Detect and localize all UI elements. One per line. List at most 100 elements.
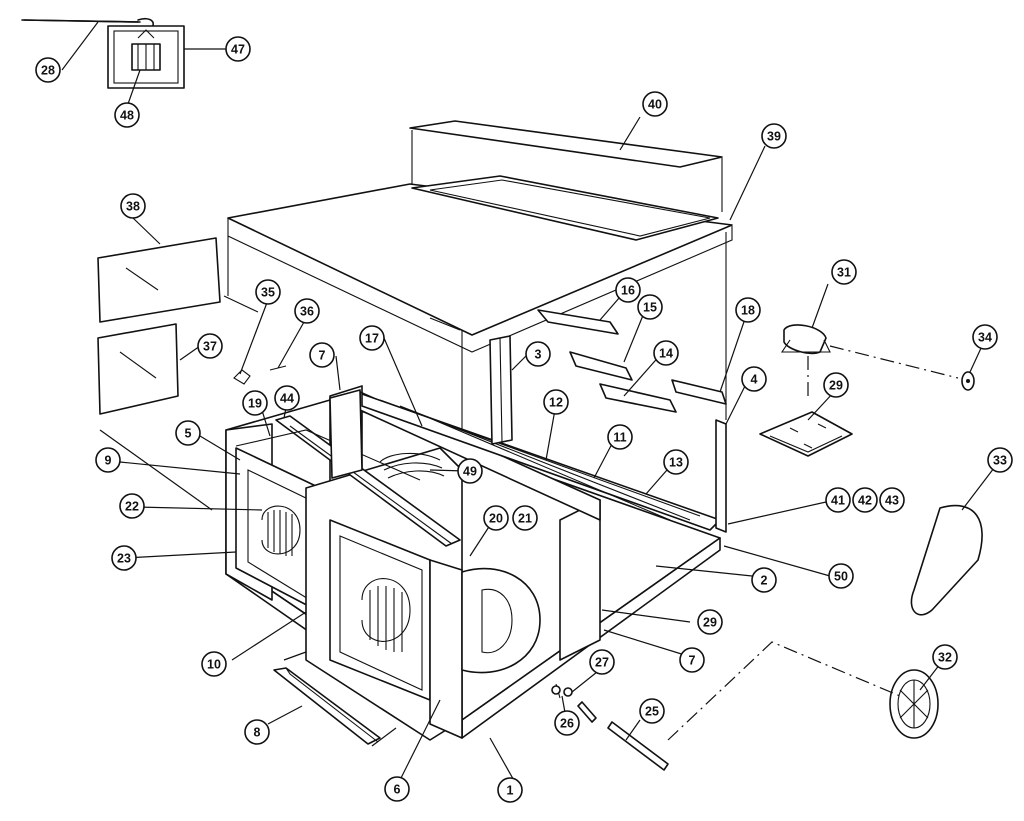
callout-number: 49 (463, 465, 477, 479)
callout-number: 17 (365, 332, 379, 346)
callout-circle (589, 649, 615, 675)
callout-circle (201, 651, 227, 677)
callout-c3: 3 (525, 341, 551, 367)
callout-circle (120, 193, 146, 219)
callout-circle (525, 341, 551, 367)
callout-c36: 36 (294, 298, 320, 324)
callout-circle (359, 325, 385, 351)
callout-number: 42 (858, 494, 872, 508)
callout-c29b: 29 (697, 609, 723, 635)
callout-circle (274, 385, 300, 411)
callout-c16: 16 (615, 277, 641, 303)
callout-circle (294, 298, 320, 324)
callout-circle (932, 644, 958, 670)
callout-number: 6 (394, 783, 401, 797)
callout-circle (751, 567, 777, 593)
callout-number: 8 (254, 726, 261, 740)
callout-circle (972, 324, 998, 350)
callout-circle (175, 420, 201, 446)
callout-circle (384, 776, 410, 802)
drive-shaft-parts (551, 641, 901, 771)
callout-circle (309, 342, 335, 368)
cabinet (223, 232, 727, 741)
callout-circle (679, 647, 705, 673)
callout-number: 9 (105, 454, 112, 468)
callout-c28: 28 (35, 57, 61, 83)
callout-c40: 40 (642, 91, 668, 117)
callout-number: 21 (518, 512, 532, 526)
callout-c27: 27 (589, 649, 615, 675)
callout-number: 27 (595, 656, 609, 670)
callout-circle (197, 333, 223, 359)
callout-c20: 20 (483, 505, 509, 531)
callout-circle (543, 389, 569, 415)
callout-number: 10 (207, 658, 221, 672)
callout-c22: 22 (119, 493, 145, 519)
callout-circle (642, 91, 668, 117)
callout-c1: 1 (497, 777, 523, 803)
callout-circle (457, 458, 483, 484)
callout-c17: 17 (359, 325, 385, 351)
callout-c49: 49 (457, 458, 483, 484)
top-covers (227, 116, 766, 353)
callout-c6: 6 (384, 776, 410, 802)
callout-circle (554, 710, 580, 736)
callout-c37: 37 (197, 333, 223, 359)
callout-c5: 5 (175, 420, 201, 446)
callout-circle (114, 102, 140, 128)
callout-circle (497, 777, 523, 803)
callout-circle (242, 390, 268, 416)
callout-number: 47 (231, 43, 245, 57)
callout-c7a: 7 (309, 342, 335, 368)
callout-circle (828, 563, 854, 589)
callout-number: 18 (741, 304, 755, 318)
motor-and-mount (780, 283, 983, 400)
callout-c23: 23 (111, 545, 137, 571)
callout-number: 26 (560, 717, 574, 731)
callout-c44: 44 (274, 385, 300, 411)
callout-number: 20 (489, 512, 503, 526)
callout-circle (987, 447, 1013, 473)
callout-circle (852, 487, 878, 513)
callout-number: 5 (185, 427, 192, 441)
callout-number: 7 (689, 654, 696, 668)
callout-circle (735, 297, 761, 323)
callout-number: 50 (834, 570, 848, 584)
callout-circle (663, 449, 689, 475)
callout-number: 25 (645, 705, 659, 719)
callout-number: 32 (938, 651, 952, 665)
callout-number: 31 (837, 266, 851, 280)
callout-c14: 14 (653, 340, 679, 366)
power-cord-and-terminal-box (21, 17, 226, 105)
callout-c15: 15 (637, 294, 663, 320)
callout-c50: 50 (828, 563, 854, 589)
callout-c2: 2 (751, 567, 777, 593)
callout-number: 14 (659, 347, 673, 361)
pulley (889, 663, 941, 739)
callout-number: 39 (767, 130, 781, 144)
belt (910, 467, 995, 616)
callout-c48: 48 (114, 102, 140, 128)
callout-number: 23 (117, 552, 131, 566)
callout-number: 16 (621, 284, 635, 298)
callout-number: 29 (829, 379, 843, 393)
callout-c33: 33 (987, 447, 1013, 473)
callout-circle (512, 505, 538, 531)
leader-lines (99, 289, 831, 785)
callout-number: 48 (120, 109, 134, 123)
callout-circle (697, 609, 723, 635)
callout-c41: 41 (825, 487, 851, 513)
callout-circle (607, 424, 633, 450)
callout-c10: 10 (201, 651, 227, 677)
callout-number: 35 (261, 286, 275, 300)
baffle-panel (273, 651, 397, 747)
callout-c8: 8 (244, 719, 270, 745)
callout-circle (639, 698, 665, 724)
callout-c19: 19 (242, 390, 268, 416)
callout-circle (831, 259, 857, 285)
callout-circle (244, 719, 270, 745)
callout-number: 2 (761, 574, 768, 588)
filters (97, 217, 221, 415)
